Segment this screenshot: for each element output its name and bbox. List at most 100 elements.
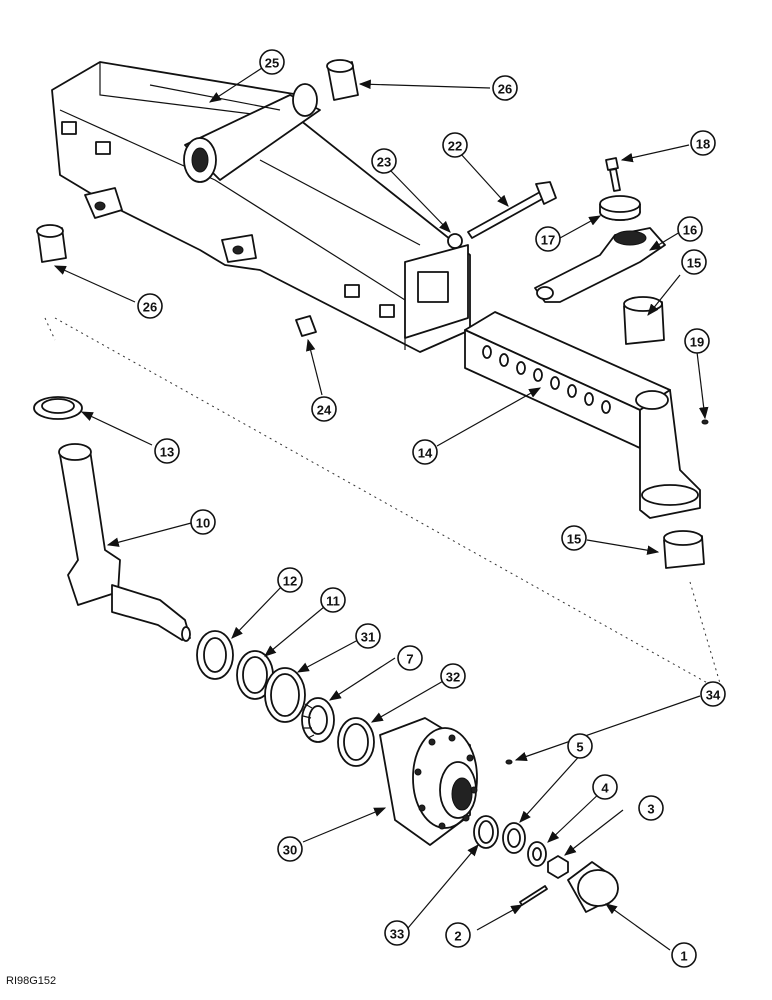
callout-circle <box>671 942 697 968</box>
callout-number: 11 <box>326 594 340 609</box>
bushing-26-top <box>326 59 359 101</box>
callout-number: 23 <box>377 155 391 170</box>
wheel-hub-30 <box>379 717 478 846</box>
grease-fitting-19 <box>701 419 709 425</box>
callout-31: 31 <box>355 623 381 649</box>
callout-circle <box>371 148 397 174</box>
callout-number: 17 <box>541 233 555 248</box>
callout-number: 26 <box>143 300 157 315</box>
bearing-cone-7 <box>301 697 335 743</box>
seal-11 <box>236 650 274 700</box>
bearing-cup-31 <box>264 667 306 723</box>
callout-circle <box>190 509 216 535</box>
axle-housing <box>51 61 471 353</box>
callout-number: 31 <box>361 630 375 645</box>
callout-circle <box>445 922 471 948</box>
steering-arm-16 <box>534 227 666 303</box>
assembly-line <box>44 317 721 691</box>
callout-number: 34 <box>706 688 721 703</box>
callout-circle <box>677 216 703 242</box>
drawing-code: RI98G152 <box>6 975 57 987</box>
callout-number: 32 <box>446 670 460 685</box>
callout-23: 23 <box>371 148 397 174</box>
callout-circle <box>492 75 518 101</box>
washer-23 <box>447 233 463 249</box>
callout-number: 25 <box>265 56 279 71</box>
washer-4 <box>527 841 547 867</box>
callout-number: 30 <box>283 843 297 858</box>
callout-32: 32 <box>440 663 466 689</box>
callout-number: 18 <box>696 137 710 152</box>
callout-12: 12 <box>277 567 303 593</box>
callout-26b: 26 <box>137 293 163 319</box>
callout-15a: 15 <box>681 249 707 275</box>
callout-26a: 26 <box>492 75 518 101</box>
cotter-pin-2 <box>519 885 548 906</box>
callout-circle <box>311 396 337 422</box>
callout-circle <box>442 132 468 158</box>
callout-circle <box>412 439 438 465</box>
callout-25: 25 <box>259 49 285 75</box>
callout-14: 14 <box>412 439 438 465</box>
assembly-line-2 <box>689 581 723 691</box>
callout-34: 34 <box>700 681 726 707</box>
callout-circle <box>137 293 163 319</box>
bolt-18 <box>605 157 621 192</box>
castle-nut-3 <box>547 855 569 879</box>
callout-16: 16 <box>677 216 703 242</box>
bushing-15-top <box>623 296 665 345</box>
callout-5: 5 <box>567 733 593 759</box>
callout-15b: 15 <box>561 525 587 551</box>
callout-number: 33 <box>390 927 404 942</box>
callout-4: 4 <box>592 774 618 800</box>
leader-lines <box>53 67 709 951</box>
callout-number: 15 <box>687 256 701 271</box>
hub-stud-holes <box>414 734 478 830</box>
dust-cap-1 <box>567 861 619 913</box>
callout-13: 13 <box>154 438 180 464</box>
callout-number: 3 <box>647 802 654 817</box>
callout-22: 22 <box>442 132 468 158</box>
callout-circle <box>277 567 303 593</box>
grease-fitting-34 <box>505 759 513 765</box>
callout-circle <box>690 130 716 156</box>
bushing-15-bottom <box>663 530 705 569</box>
callout-number: 7 <box>406 652 413 667</box>
callout-24: 24 <box>311 396 337 422</box>
callout-7: 7 <box>397 645 423 671</box>
callout-circle <box>259 49 285 75</box>
callout-11: 11 <box>320 587 346 613</box>
bearing-cup-32 <box>337 717 375 767</box>
callout-number: 5 <box>576 740 583 755</box>
callout-number: 15 <box>567 532 581 547</box>
callout-number: 19 <box>690 335 704 350</box>
callout-number: 2 <box>454 929 461 944</box>
callout-2: 2 <box>445 922 471 948</box>
callout-circle <box>277 836 303 862</box>
spindle-10 <box>58 443 191 642</box>
bearing-cup-33 <box>473 815 499 849</box>
seal-13 <box>33 396 83 420</box>
callout-1: 1 <box>671 942 697 968</box>
callout-number: 24 <box>317 403 332 418</box>
callout-circle <box>684 328 710 354</box>
callout-number: 12 <box>283 574 297 589</box>
callout-18: 18 <box>690 130 716 156</box>
callout-circle <box>384 920 410 946</box>
callout-circle <box>638 795 664 821</box>
callout-number: 14 <box>418 446 433 461</box>
callout-number: 10 <box>196 516 210 531</box>
callout-number: 1 <box>680 949 687 964</box>
callout-circle <box>567 733 593 759</box>
bearing-cone-5 <box>502 822 526 854</box>
callout-circle <box>535 226 561 252</box>
callout-number: 4 <box>601 781 609 796</box>
callout-3: 3 <box>638 795 664 821</box>
callout-30: 30 <box>277 836 303 862</box>
callout-33: 33 <box>384 920 410 946</box>
ring-12 <box>196 630 234 680</box>
callout-circle <box>397 645 423 671</box>
extension-holes <box>482 345 611 414</box>
